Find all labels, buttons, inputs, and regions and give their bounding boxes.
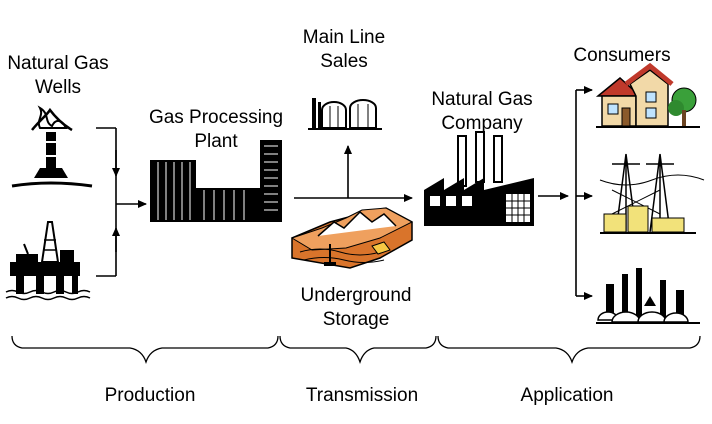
wells-label: Natural Gas Wells	[7, 52, 108, 100]
storage-label-line2: Storage	[322, 309, 390, 330]
phase-transmission: Transmission	[305, 385, 419, 406]
phase-production: Production	[104, 385, 196, 406]
house-icon	[595, 62, 700, 128]
factory-icon	[424, 131, 534, 226]
power-substation-icon	[599, 153, 705, 234]
company-label-line1: Natural Gas	[431, 89, 533, 110]
wells-label-line2: Wells	[34, 77, 82, 98]
wells-label-line1: Natural Gas	[7, 53, 109, 74]
gas-well-icon	[11, 105, 93, 188]
distribution-arrows	[538, 86, 593, 300]
consumers-label: Consumers	[573, 44, 670, 68]
phase-application: Application	[520, 385, 614, 406]
production-brace	[11, 335, 279, 365]
underground-storage-icon	[290, 207, 414, 269]
consumers-label-line1: Consumers	[573, 45, 671, 66]
offshore-rig-icon	[5, 221, 91, 301]
company-label: Natural Gas Company	[431, 88, 532, 136]
mainline-label: Main Line Sales	[303, 26, 385, 74]
application-brace	[437, 335, 701, 365]
storage-label: Underground Storage	[301, 284, 412, 332]
transmission-brace	[279, 335, 437, 365]
processing-plant-icon	[150, 140, 282, 222]
wells-connector	[96, 127, 147, 277]
mainline-label-line1: Main Line	[302, 27, 386, 48]
company-label-line2: Company	[441, 113, 523, 134]
mainline-label-line2: Sales	[320, 51, 368, 72]
processing-label: Gas Processing Plant	[149, 106, 283, 154]
processing-label-line1: Gas Processing	[148, 107, 284, 128]
processing-label-line2: Plant	[194, 131, 238, 152]
storage-tanks-icon	[308, 98, 382, 130]
refinery-icon	[596, 268, 700, 324]
storage-label-line1: Underground	[300, 285, 412, 306]
